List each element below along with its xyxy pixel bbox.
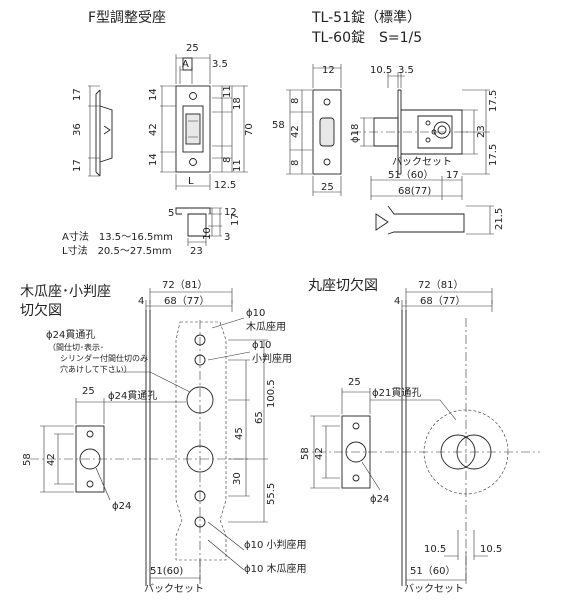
kiuri-dim-phi10-a: ϕ10 <box>246 308 265 319</box>
maru-dim-72-81: 72（81） <box>418 279 463 291</box>
latch-dim-23: 23 <box>476 125 487 138</box>
strike-dim-23: 23 <box>190 246 203 257</box>
kiuri-dim-58: 58 <box>22 453 33 466</box>
kiuri-phi10-kiuri: ϕ10 木瓜座用 <box>244 562 307 575</box>
kiuri-note-2: シリンダー付間仕切のみ <box>60 353 148 363</box>
kiuri-dim-4: 4 <box>138 296 144 307</box>
strike-dim-17-bottom: 17 <box>72 159 83 172</box>
latch-dim-17: 17 <box>446 170 459 181</box>
strike-dim-A: A <box>182 59 189 70</box>
maru-dim-51-60: 51（60） <box>410 565 455 577</box>
maru-dim-4: 4 <box>394 296 400 307</box>
latch-dim-42: 42 <box>290 125 301 138</box>
maru-backset-label: バックセット <box>404 583 464 595</box>
latch-dim-8-top: 8 <box>290 98 301 104</box>
kiuri-dim-55-5: 55.5 <box>266 483 277 505</box>
maru-dim-phi24: ϕ24 <box>370 494 389 505</box>
latch-dim-3-5: 3.5 <box>398 65 414 76</box>
strike-dim-14-top: 14 <box>148 88 159 101</box>
title-maru: 丸座切欠図 <box>308 278 378 294</box>
latch-dim-17-5-top: 17.5 <box>488 90 499 112</box>
latch-dim-21-5: 21.5 <box>494 208 505 230</box>
kiuri-dim-phi24: ϕ24 <box>112 501 131 512</box>
kiuri-dim-65: 65 <box>254 411 265 424</box>
latch-dim-10-5: 10.5 <box>370 65 392 76</box>
strike-dim-17-small: 17 <box>230 213 241 226</box>
latch-dim-58: 58 <box>272 120 285 131</box>
strike-dim-36: 36 <box>72 123 83 136</box>
kiuri-dim-100-5: 100.5 <box>266 379 277 408</box>
kiuri-dim-30: 30 <box>232 472 243 485</box>
kiuri-backset-label: バックセット <box>144 583 204 595</box>
koban-use-label-a: 小判座用 <box>252 352 292 365</box>
l-dimension-label: L寸法 20.5〜27.5mm <box>62 244 172 257</box>
maru-dim-68-77: 68（77） <box>420 295 465 307</box>
latch-dim-phi18: ϕ18 <box>350 124 361 143</box>
kiuri-dim-42: 42 <box>46 453 57 466</box>
kiuri-dim-51-60: 51(60) <box>150 566 183 577</box>
title-f-strike: F型調整受座 <box>88 10 166 26</box>
f-strike-drawing <box>88 54 248 246</box>
maru-phi21-thru: ϕ21貫通孔 <box>372 387 421 399</box>
strike-dim-12: 12 <box>224 207 237 218</box>
maru-dim-58: 58 <box>300 447 311 460</box>
latch-dim-17-5-bottom: 17.5 <box>488 144 499 166</box>
strike-dim-25: 25 <box>186 43 199 54</box>
maru-dim-10-5-left: 10.5 <box>424 544 446 555</box>
strike-dim-11: 11 <box>222 85 233 98</box>
kiuri-dim-phi10-b: ϕ10 <box>252 340 271 351</box>
kiuri-koban-drawing <box>30 288 268 586</box>
strike-dim-12-5: 12.5 <box>214 180 236 191</box>
kiuri-phi24-thru-2: ϕ24貫通孔 <box>108 390 157 402</box>
maru-dim-10-5-right: 10.5 <box>480 544 502 555</box>
title-kiuri: 木瓜座･小判座 <box>20 284 111 300</box>
latch-dim-12: 12 <box>322 65 335 76</box>
strike-dim-42: 42 <box>148 123 159 136</box>
strike-dim-14-bottom: 14 <box>148 153 159 166</box>
latch-dim-51-60: 51（60） <box>388 169 433 181</box>
strike-dim-18: 18 <box>232 97 243 110</box>
a-dimension-label: A寸法 13.5〜16.5mm <box>62 230 173 243</box>
strike-dim-8: 8 <box>222 157 233 163</box>
latch-drawing <box>286 64 494 235</box>
title-tl51: TL-51錠（標準） <box>311 10 421 26</box>
kiuri-dim-25: 25 <box>82 386 95 397</box>
latch-dim-68-77: 68(77) <box>398 186 431 197</box>
kiuri-dim-45: 45 <box>234 427 245 440</box>
kiuri-note-1: （間仕切･表示･ <box>48 342 104 352</box>
title-kiuri-sub: 切欠図 <box>20 303 62 319</box>
kiuri-use-label-a: 木瓜座用 <box>246 320 286 333</box>
latch-dim-25: 25 <box>321 182 334 193</box>
kiuri-phi24-thru: ϕ24貫通孔 <box>46 329 95 341</box>
strike-dim-5: 5 <box>168 208 174 219</box>
kiuri-dim-72-81: 72（81） <box>162 279 207 291</box>
maru-dim-42: 42 <box>314 447 325 460</box>
strike-dim-3: 3 <box>224 232 230 243</box>
maru-dim-25: 25 <box>348 377 361 388</box>
title-tl60: TL-60錠 S=1/5 <box>311 30 422 46</box>
latch-backset-label: バックセット <box>392 156 452 168</box>
strike-dim-10: 10 <box>202 227 213 240</box>
latch-dim-8-bottom: 8 <box>290 160 301 166</box>
strike-dim-11-bottom: 11 <box>232 159 243 172</box>
kiuri-note-3: 穴あけして下さい） <box>60 364 132 374</box>
strike-dim-L: L <box>188 176 194 187</box>
maru-drawing <box>300 288 540 586</box>
strike-dim-70: 70 <box>244 123 255 136</box>
strike-dim-17-top: 17 <box>72 88 83 101</box>
kiuri-dim-68-77: 68（77） <box>164 295 209 307</box>
kiuri-phi10-koban: ϕ10 小判座用 <box>244 538 307 551</box>
strike-dim-3-5: 3.5 <box>212 59 228 70</box>
